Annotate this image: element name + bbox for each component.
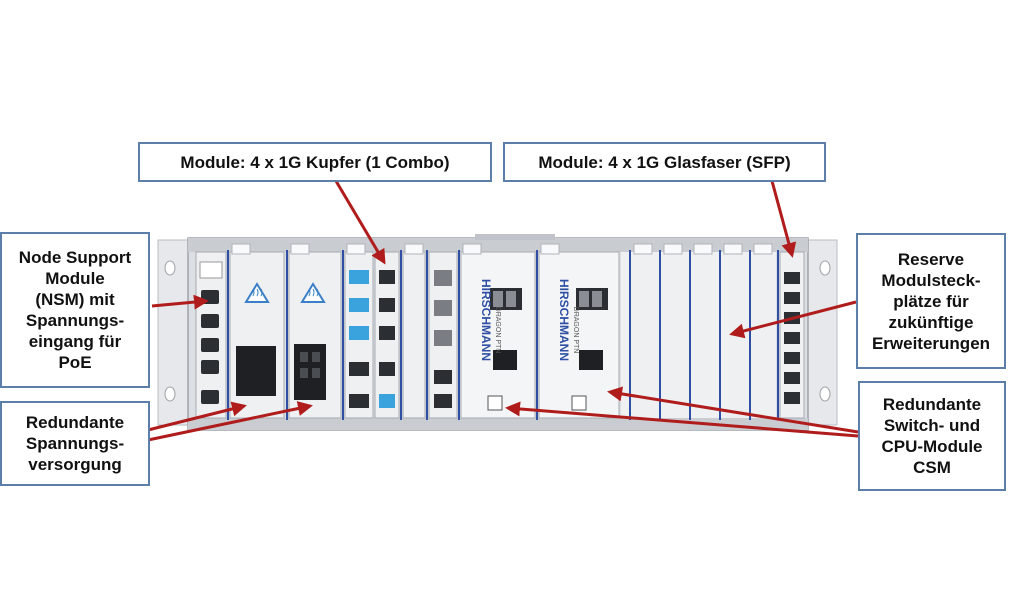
slot-copper-module bbox=[344, 251, 400, 419]
callout-nsm-line: (NSM) mit bbox=[35, 290, 115, 309]
callout-nsm: Node Support Module (NSM) mit Spannungs-… bbox=[0, 232, 150, 388]
callout-power-line: Redundante bbox=[25, 413, 125, 432]
callout-reserve-slots: Reserve Modulsteck- plätze für zukünftig… bbox=[856, 233, 1006, 369]
model-label-1: DRAGON PTN bbox=[494, 307, 501, 354]
slot-nsm bbox=[195, 251, 227, 419]
slot-sfp-module bbox=[428, 251, 458, 419]
callout-csm-line: CPU-Module bbox=[881, 437, 983, 456]
callout-reserve-line: Reserve bbox=[897, 249, 965, 269]
callout-csm-line: CSM bbox=[913, 458, 951, 477]
callout-csm-line: Redundante bbox=[882, 395, 982, 414]
slot-csm-1: HIRSCHMANN DRAGON PTN bbox=[460, 251, 536, 419]
callout-fiber-modules: Module: 4 x 1G Glasfaser (SFP) bbox=[503, 142, 826, 182]
arrow-copper bbox=[334, 180, 386, 265]
arrow-psu-2 bbox=[147, 401, 313, 442]
slot-fiber-module bbox=[779, 251, 805, 419]
arrow-csm-1 bbox=[505, 401, 859, 438]
callout-copper-text: Module: 4 x 1G Kupfer (1 Combo) bbox=[180, 152, 450, 172]
callout-nsm-line: PoE bbox=[58, 353, 92, 372]
slot-psu-2 bbox=[288, 251, 342, 419]
arrow-psu-1 bbox=[147, 401, 247, 432]
rack-ear-left bbox=[157, 239, 191, 426]
callout-nsm-line: Node Support bbox=[18, 248, 132, 267]
slot-csm-2: HIRSCHMANN DRAGON PTN bbox=[538, 251, 620, 419]
arrow-csm-2 bbox=[607, 386, 859, 434]
arrow-fiber bbox=[770, 180, 797, 258]
callout-nsm-line: Spannungs- bbox=[25, 311, 125, 330]
callout-csm: Redundante Switch- und CPU-Module CSM bbox=[858, 381, 1006, 491]
model-label-2: DRAGON PTN bbox=[572, 307, 579, 354]
callout-nsm-line: Module bbox=[45, 269, 105, 288]
brand-label-2: HIRSCHMANN bbox=[557, 279, 571, 361]
callout-reserve-line: Erweiterungen bbox=[871, 333, 991, 353]
callout-power-line: Spannungs- bbox=[25, 434, 125, 453]
callout-copper-modules: Module: 4 x 1G Kupfer (1 Combo) bbox=[138, 142, 492, 182]
slot-psu-1 bbox=[229, 251, 285, 419]
callout-csm-line: Switch- und bbox=[883, 416, 981, 435]
callout-reserve-line: Modulsteck- bbox=[881, 270, 981, 290]
arrow-nsm bbox=[151, 294, 209, 310]
arrow-reserve bbox=[729, 300, 857, 339]
callout-power-line: versorgung bbox=[28, 455, 122, 474]
callout-reserve-line: zukünftige bbox=[888, 312, 974, 332]
callout-power-supply: Redundante Spannungs- versorgung bbox=[0, 401, 150, 486]
callout-reserve-line: plätze für bbox=[893, 291, 969, 311]
rack-ear-right bbox=[804, 239, 838, 426]
slot-blank-1 bbox=[402, 251, 426, 419]
callout-fiber-text: Module: 4 x 1G Glasfaser (SFP) bbox=[538, 152, 791, 172]
brand-label-1: HIRSCHMANN bbox=[479, 279, 493, 361]
reserve-slots bbox=[621, 250, 779, 420]
callout-nsm-line: eingang für bbox=[28, 332, 122, 351]
